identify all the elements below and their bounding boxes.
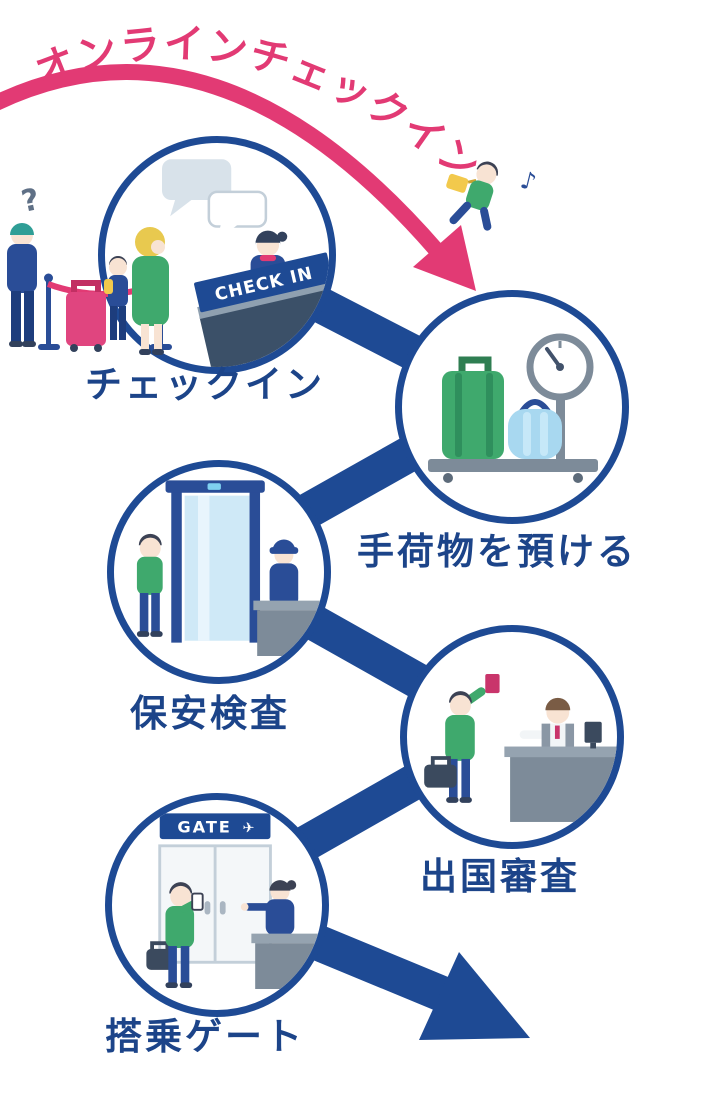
airplane-icon: ✈	[243, 820, 255, 836]
phone-icon	[191, 892, 204, 911]
flow-arrow-head	[419, 952, 530, 1040]
immigration-illustration	[424, 674, 617, 822]
queue-woman-figure	[132, 227, 169, 355]
step-label-baggage-drop: 手荷物を預ける	[357, 530, 637, 573]
queue-scene: ?	[7, 182, 172, 355]
music-note-icon: ♪	[518, 166, 540, 197]
waiting-person-figure	[7, 223, 37, 347]
step-circle-baggage-drop	[395, 290, 629, 524]
step-label-checkin: チェックイン	[85, 363, 325, 406]
desk-monitor-icon	[584, 721, 602, 749]
pink-suitcase-icon	[66, 280, 106, 352]
step-circle-immigration	[400, 625, 624, 849]
security-officer-figure	[269, 539, 299, 608]
passport-icon	[485, 674, 500, 694]
step-label-boarding-gate: 搭乗ゲート	[105, 1015, 305, 1058]
gate-sign-text: GATE	[177, 817, 231, 836]
step-label-immigration: 出国審査	[420, 855, 580, 898]
metal-detector-icon	[165, 480, 265, 643]
question-mark: ?	[18, 182, 42, 220]
security-desk	[253, 600, 324, 656]
green-suitcase-icon	[442, 356, 504, 459]
online-traveler-scene: ♪	[446, 161, 540, 231]
gate-counter	[251, 933, 322, 989]
yellow-bag-icon	[446, 173, 469, 193]
immigration-officer-figure	[519, 697, 575, 753]
child-figure	[104, 256, 128, 340]
blue-bag-icon	[508, 399, 562, 459]
step-circle-boarding-gate: GATE ✈	[105, 793, 329, 1017]
baggage-illustration	[428, 333, 598, 483]
step-circle-security	[107, 460, 331, 684]
gate-illustration: GATE ✈	[146, 813, 322, 989]
step-label-security: 保安検査	[130, 692, 290, 735]
checkin-desk: CHECK IN	[194, 252, 329, 367]
online-traveler-figure	[446, 161, 499, 231]
gate-sign: GATE ✈	[159, 813, 271, 840]
security-passenger-figure	[136, 533, 163, 637]
boarding-bag-icon	[146, 948, 174, 970]
security-illustration	[136, 480, 324, 656]
